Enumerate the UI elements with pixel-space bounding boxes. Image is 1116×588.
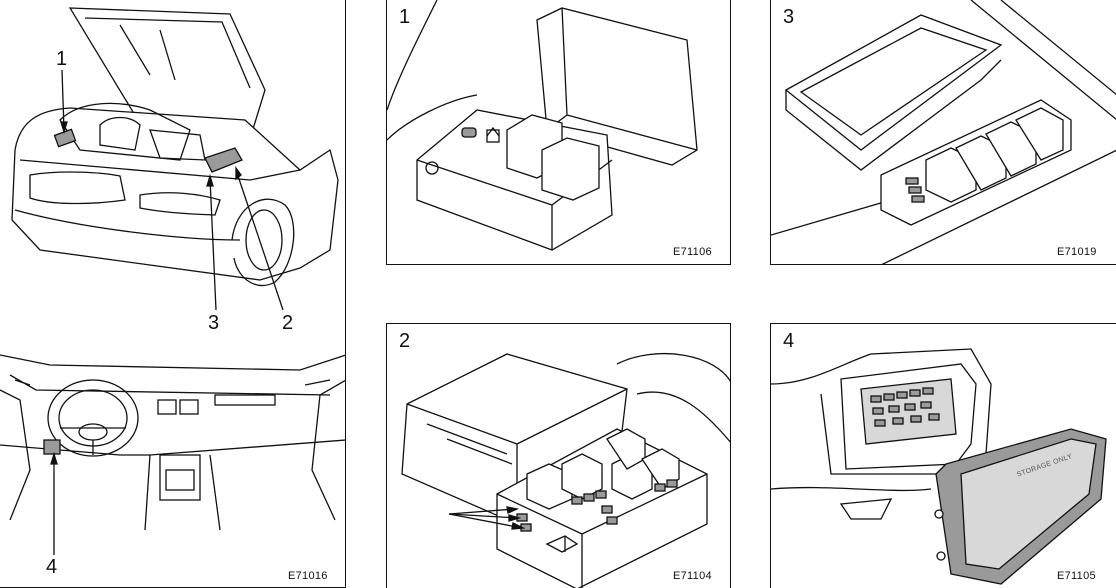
relay-box-illustration [401, 352, 730, 588]
detail-panel-1: 1 E71106 [386, 0, 731, 265]
panel-number: 2 [399, 330, 411, 352]
panel-number: 1 [399, 6, 411, 28]
panel-number: 3 [783, 6, 795, 28]
callout-3: 3 [208, 312, 220, 334]
figure-code: E71104 [673, 570, 712, 582]
callout-4: 4 [46, 556, 58, 578]
figure-code: E71106 [673, 246, 712, 258]
fuse-box-illustration [771, 348, 1107, 585]
detail-panel-2: 2 E71104 [386, 323, 731, 588]
overview-panel: 1 3 2 4 E71016 [0, 0, 346, 588]
callout-1: 1 [56, 48, 68, 70]
vehicle-illustration [0, 7, 345, 555]
relay-box-illustration [771, 0, 1116, 264]
relay-box-illustration [387, 0, 698, 251]
callout-2: 2 [282, 312, 294, 334]
detail-panel-3: 3 E71019 [770, 0, 1116, 265]
figure-code: E71016 [288, 570, 328, 582]
detail-panel-4: 4 STORAGE ONLY E71105 [770, 323, 1116, 588]
figure-code: E71105 [1057, 570, 1096, 582]
panel-number: 4 [783, 330, 795, 352]
figure-code: E71019 [1057, 246, 1097, 258]
